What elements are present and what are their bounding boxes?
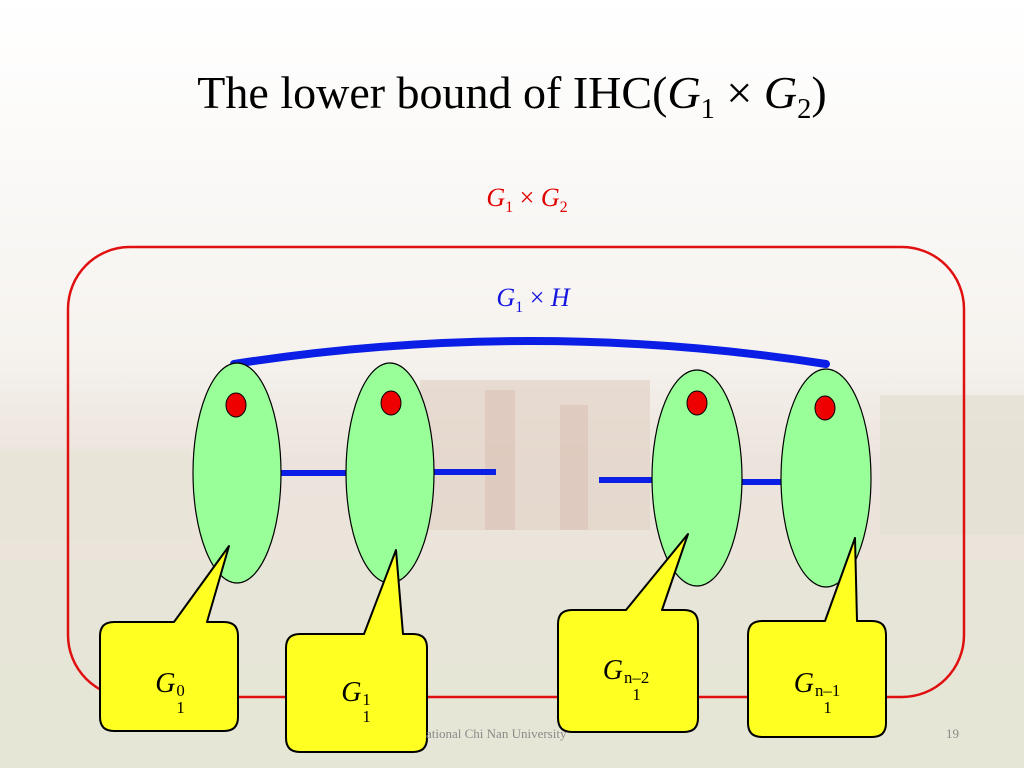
- wrap-edge: [230, 337, 830, 368]
- footer-university: ational Chi Nan University: [426, 726, 567, 741]
- label-g: G: [496, 283, 516, 312]
- label-g2: G: [540, 183, 560, 212]
- callout-base: G: [341, 677, 362, 708]
- title-times: ×: [714, 67, 764, 118]
- subgraph-g1-n1: [780, 368, 872, 588]
- callout-sup: n–2: [624, 668, 650, 687]
- node-n1: [814, 395, 836, 421]
- callout-sup: n–1: [815, 681, 841, 700]
- label-times: ×: [523, 283, 551, 312]
- callout-base: G: [602, 655, 624, 686]
- callout-sub: 1: [362, 706, 371, 726]
- label-g: G: [486, 183, 506, 212]
- label-sub2: 2: [559, 199, 568, 217]
- label-times: ×: [513, 183, 541, 212]
- label-sub: 1: [515, 299, 524, 317]
- callout-g1-n1: [747, 537, 887, 738]
- callout-sub: 1: [823, 697, 832, 717]
- node-n2: [686, 390, 708, 416]
- subproduct-label: G1 × H: [383, 283, 683, 317]
- subgraph-g1-0: [192, 362, 282, 584]
- callout-g1-0: [99, 545, 239, 732]
- callout-sup: 1: [362, 690, 371, 709]
- callout-g1-n2: [557, 533, 699, 733]
- callout-base: G: [155, 668, 176, 699]
- callout-base: G: [793, 668, 815, 699]
- product-graph-label: G1 × G2: [377, 183, 677, 217]
- callout-sub: 1: [632, 684, 641, 704]
- callout-g1-1: [285, 549, 428, 753]
- title-sub1: 1: [700, 94, 715, 126]
- title-g1: G: [667, 67, 701, 118]
- subgraph-g1-n2: [651, 369, 743, 587]
- label-h: H: [550, 283, 570, 312]
- node-1: [380, 390, 402, 416]
- title-prefix: The lower bound of IHC(: [197, 67, 668, 118]
- callout-sup: 0: [176, 681, 185, 700]
- title-suffix: ): [811, 67, 827, 118]
- label-sub: 1: [505, 199, 514, 217]
- footer-page-number: 19: [946, 726, 959, 741]
- slide-title: The lower bound of IHC(G1 × G2): [0, 67, 1024, 126]
- outer-product-box: [66, 245, 966, 699]
- title-sub2: 2: [797, 94, 812, 126]
- callout-sub: 1: [176, 697, 185, 717]
- title-g2: G: [763, 67, 798, 118]
- node-0: [225, 392, 247, 418]
